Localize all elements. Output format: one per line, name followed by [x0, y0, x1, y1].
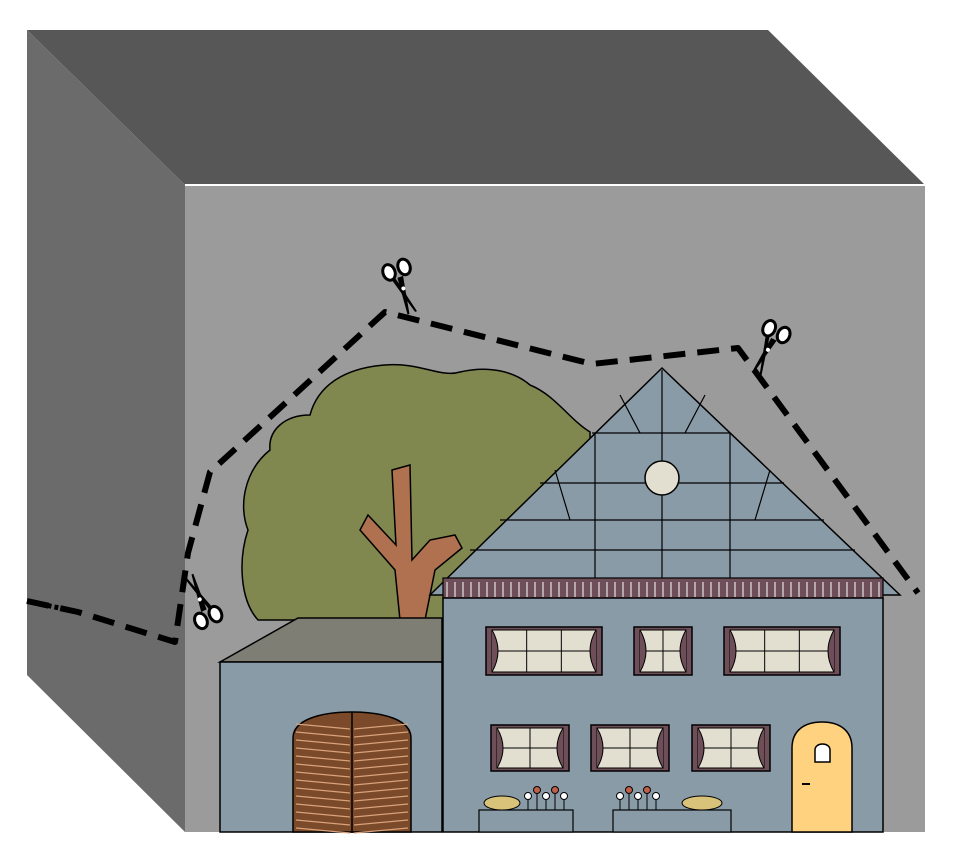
cut-line-fine: [26, 598, 79, 615]
window-upper-right: [723, 626, 841, 676]
window-lower-right: [691, 724, 771, 772]
garage-door: [292, 711, 412, 834]
gable-round-window: [644, 460, 680, 496]
box-top-face: [27, 30, 925, 185]
main-house: [428, 366, 902, 833]
window-lower-left: [490, 724, 570, 772]
window-upper-left: [485, 626, 603, 676]
cut-line: [26, 309, 921, 645]
flower-box-left: [478, 786, 574, 833]
garage: [217, 617, 443, 834]
window-upper-middle: [633, 626, 693, 676]
flower-box-right: [612, 786, 732, 833]
window-lower-middle: [590, 724, 670, 772]
front-door: [791, 721, 853, 833]
